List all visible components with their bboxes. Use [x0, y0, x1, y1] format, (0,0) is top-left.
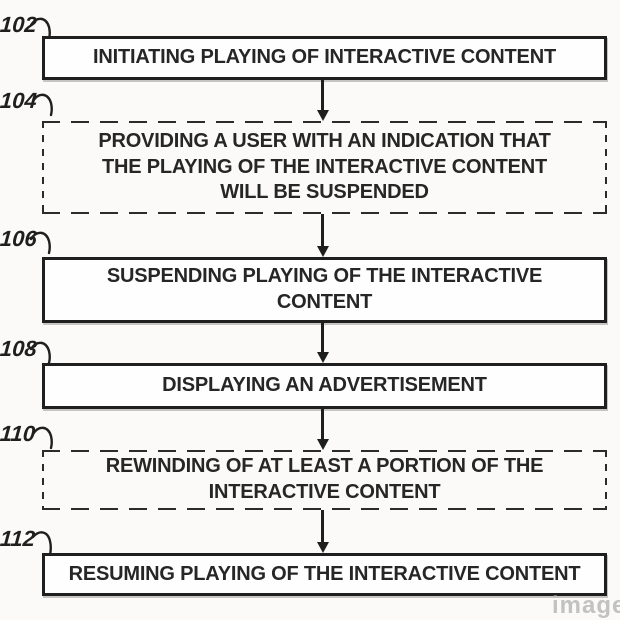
- flow-box: REWINDING OF AT LEAST A PORTION OF THE I…: [42, 450, 607, 510]
- flow-box: RESUMING PLAYING OF THE INTERACTIVE CONT…: [42, 553, 607, 596]
- flow-box: INITIATING PLAYING OF INTERACTIVE CONTEN…: [42, 36, 607, 80]
- flow-box: SUSPENDING PLAYING OF THE INTERACTIVE CO…: [42, 257, 607, 323]
- ref-connector-line: [30, 341, 51, 365]
- ref-connector-line: [32, 426, 53, 450]
- ref-connector-line: [32, 531, 52, 557]
- scan-watermark: image: [552, 592, 620, 619]
- flow-box: DISPLAYING AN ADVERTISEMENT: [42, 363, 607, 409]
- ref-connector-line: [32, 93, 53, 117]
- flow-box: PROVIDING A USER WITH AN INDICATION THAT…: [42, 121, 607, 214]
- down-arrow: [316, 80, 329, 121]
- down-arrow: [316, 323, 329, 363]
- down-arrow: [316, 409, 329, 450]
- down-arrow: [316, 510, 329, 553]
- down-arrow: [316, 214, 329, 257]
- ref-connector-line: [30, 231, 51, 255]
- ref-connector-line: [30, 17, 51, 41]
